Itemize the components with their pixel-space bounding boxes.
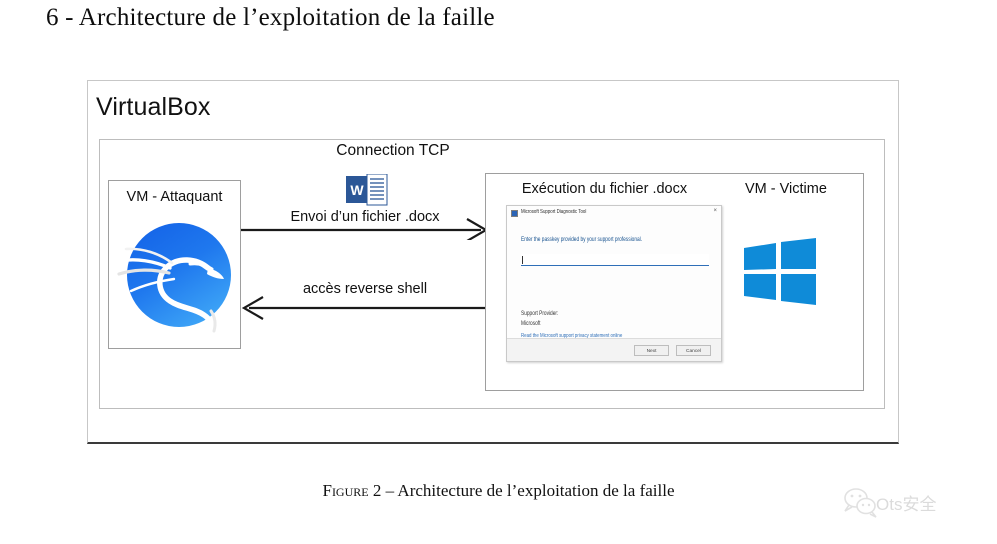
flow-reverse-shell-label: accès reverse shell [302, 281, 428, 297]
text-caret [522, 255, 523, 264]
flow-send-file-arrow [241, 208, 489, 242]
vm-victim-label: VM - Victime [745, 181, 827, 197]
kali-linux-icon [112, 211, 238, 337]
passkey-input[interactable] [521, 254, 709, 266]
figure-number: Figure 2 [322, 481, 382, 500]
page-title: 6 - Architecture de l’exploitation de la… [46, 4, 495, 31]
figure-dash: – [381, 481, 398, 500]
privacy-statement-link[interactable]: Read the Microsoft support privacy state… [521, 332, 623, 339]
svg-text:W: W [350, 182, 364, 198]
microsoft-word-icon: W [346, 173, 388, 208]
tcp-connection-label: Connection TCP [336, 142, 450, 159]
flow-send-file-label: Envoi d’un fichier .docx [290, 209, 440, 225]
msdt-footer: Next Cancel [507, 338, 721, 361]
virtualbox-label: VirtualBox [96, 93, 211, 121]
close-icon[interactable]: × [713, 208, 717, 214]
cancel-button[interactable]: Cancel [676, 345, 711, 356]
flow-reverse-shell-arrow [241, 292, 489, 324]
msdt-prompt-text: Enter the passkey provided by your suppo… [521, 237, 643, 244]
windows-icon [744, 238, 816, 306]
watermark-text: Ots安全 [876, 495, 937, 514]
support-provider-label: Support Provider: [521, 311, 559, 318]
vm-attacker-label: VM - Attaquant [126, 189, 223, 205]
msdt-dialog: Microsoft Support Diagnostic Tool × Ente… [506, 205, 722, 362]
next-button[interactable]: Next [634, 345, 669, 356]
exec-file-label: Exécution du fichier .docx [521, 181, 688, 197]
support-provider-value: Microsoft [521, 321, 541, 328]
msdt-app-icon [511, 210, 518, 217]
msdt-title: Microsoft Support Diagnostic Tool [521, 207, 587, 214]
figure-caption-text: Architecture de l’exploitation de la fai… [397, 481, 675, 500]
watermark: Ots安全 [840, 484, 990, 524]
msdt-titlebar[interactable]: Microsoft Support Diagnostic Tool × [507, 206, 721, 221]
figure-caption: Figure 2 – Architecture de l’exploitatio… [0, 481, 997, 501]
